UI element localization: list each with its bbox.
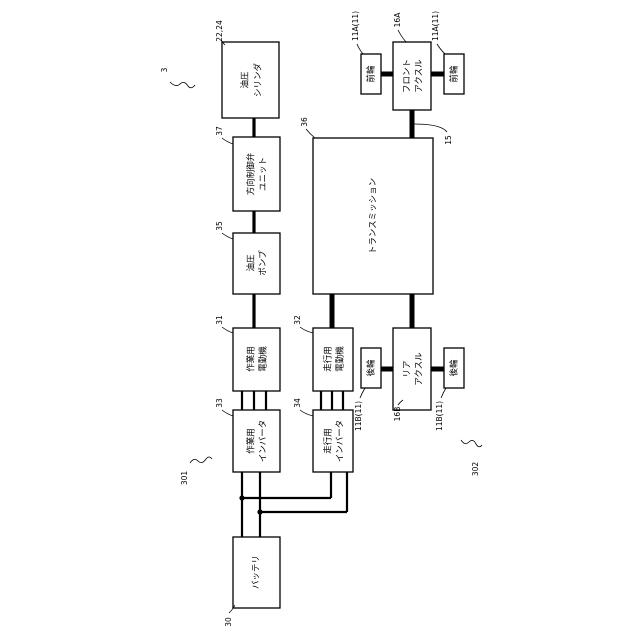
work-motor-leader — [222, 327, 233, 333]
front-wheel-right-block: 前輪 — [444, 54, 464, 94]
travel-inverter-block: 走行用 インバータ — [313, 410, 353, 472]
work-inverter-block: 作業用 インバータ — [233, 410, 280, 472]
fig-ref-3: 3 — [160, 67, 169, 72]
hydraulic-pump-block: 油圧 ポンプ — [233, 233, 280, 294]
work-motor-label-2: 電動機 — [258, 346, 269, 372]
travel-motor-ref: 32 — [293, 315, 302, 325]
fig-ref-squiggle — [170, 82, 195, 88]
front-wheel-right-ref: 11A(11) — [431, 11, 440, 41]
valve-leader — [222, 138, 233, 144]
rear-wheel-right-leader — [441, 388, 446, 398]
front-wheel-left-leader — [357, 44, 363, 54]
front-wheel-left-ref: 11A(11) — [351, 11, 360, 41]
pump-label-1: 油圧 — [246, 254, 257, 272]
rear-wheel-right-block: 後輪 — [444, 348, 464, 388]
transmission-block: トランスミッション — [313, 138, 433, 294]
front-axle-ref: 16A — [393, 12, 402, 28]
front-axle-label-1: フロント — [403, 59, 413, 93]
travel-motor-label-2: 電動機 — [335, 346, 346, 372]
rear-axle-block: リア アクスル — [393, 328, 431, 410]
travel-motor-block: 走行用 電動機 — [313, 328, 353, 391]
front-wheel-right-leader — [437, 44, 445, 54]
cylinder-label-2: シリンダ — [253, 63, 264, 98]
rear-axle-label-1: リア — [403, 360, 413, 377]
front-axle-label-2: アクスル — [415, 59, 425, 93]
work-motor-block: 作業用 電動機 — [233, 328, 280, 391]
cylinder-ref: 22,24 — [215, 20, 224, 42]
group-302-label: 302 — [471, 462, 480, 477]
cylinder-label-1: 油圧 — [240, 71, 251, 89]
valve-label-2: ユニット — [259, 157, 269, 191]
junction-dot — [257, 509, 262, 514]
valve-ref: 37 — [215, 126, 224, 136]
travel-inverter-ref: 34 — [293, 398, 302, 408]
work-inverter-label-2: インバータ — [259, 420, 269, 463]
travel-motor-label-1: 走行用 — [323, 346, 334, 372]
travel-inverter-label-2: インバータ — [336, 420, 346, 463]
battery-leader — [229, 605, 235, 613]
battery-ref: 30 — [224, 617, 233, 627]
work-inverter-label-1: 作業用 — [246, 428, 257, 454]
transmission-label: トランスミッション — [369, 178, 379, 254]
battery-label: バッテリ — [252, 555, 262, 589]
group-301-label: 301 — [180, 471, 189, 486]
valve-label-1: 方向制御弁 — [246, 152, 257, 195]
group-302-squiggle — [461, 440, 482, 447]
transmission-ref: 36 — [300, 117, 309, 127]
front-axle-leader — [398, 30, 406, 42]
travel-motor-leader — [300, 327, 313, 333]
rear-wheel-left-leader — [360, 388, 365, 398]
rear-wheel-right-ref: 11B(11) — [435, 401, 444, 431]
work-motor-label-1: 作業用 — [246, 346, 257, 372]
rear-wheel-left-label: 後輪 — [366, 359, 377, 377]
pump-ref: 35 — [215, 221, 224, 231]
hydraulic-cylinder-block: 油圧 シリンダ — [222, 42, 279, 118]
group-301-squiggle — [190, 457, 212, 463]
front-axle-block: フロント アクスル — [393, 42, 431, 110]
battery-block: バッテリ — [233, 537, 280, 608]
travel-inverter-label-1: 走行用 — [323, 428, 334, 454]
rear-wheel-left-ref: 11B(11) — [354, 401, 363, 431]
pump-leader — [222, 233, 233, 239]
transmission-leader — [306, 129, 315, 138]
front-wheel-left-block: 前輪 — [361, 54, 381, 94]
work-motor-ref: 31 — [215, 315, 224, 325]
rear-wheel-right-label: 後輪 — [449, 359, 460, 377]
work-inverter-leader — [222, 410, 233, 416]
work-inverter-ref: 33 — [215, 398, 224, 408]
shaft-ref: 15 — [444, 135, 453, 145]
front-wheel-right-label: 前輪 — [449, 65, 460, 83]
reference-labels: 3 301 302 30 33 31 35 37 22,24 34 32 — [160, 11, 482, 627]
travel-inverter-leader — [300, 410, 313, 416]
direction-valve-block: 方向制御弁 ユニット — [233, 137, 280, 211]
junction-dot — [239, 495, 244, 500]
rear-axle-ref: 16B — [393, 407, 402, 422]
shaft-leader — [414, 124, 447, 132]
pump-label-2: ポンプ — [259, 250, 269, 276]
rear-wheel-left-block: 後輪 — [361, 348, 381, 388]
front-wheel-left-label: 前輪 — [366, 65, 377, 83]
rear-axle-label-2: アクスル — [415, 352, 425, 386]
